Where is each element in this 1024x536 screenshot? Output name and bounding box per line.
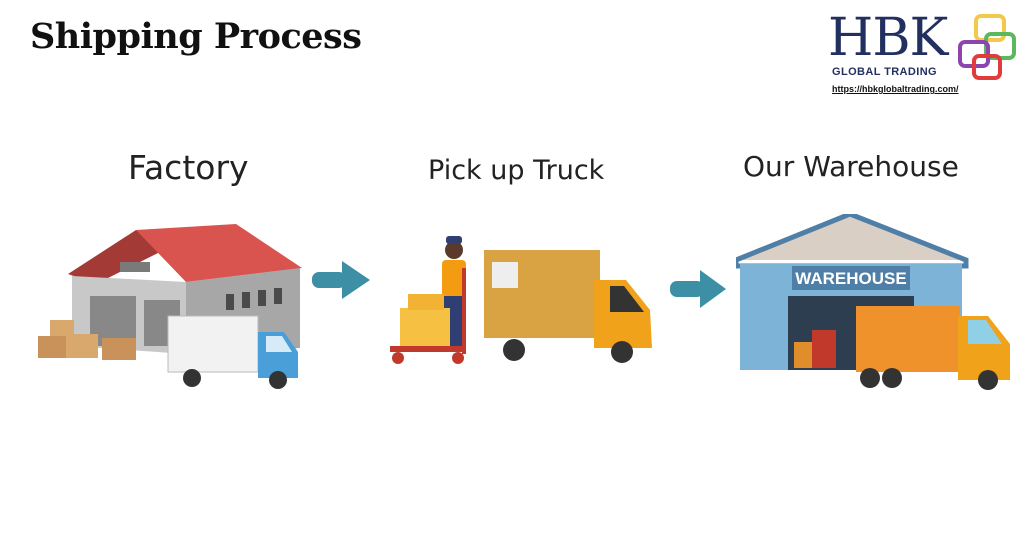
page-title: Shipping Process: [30, 16, 362, 57]
pickup-truck-illustration: [390, 236, 652, 364]
worker-cap: [446, 236, 462, 244]
wheel-2: [269, 371, 287, 389]
logo-subtitle: GLOBAL TRADING: [832, 66, 938, 78]
logo-square-red: [972, 54, 1002, 80]
shelf-boxes-2: [812, 330, 836, 368]
hand-truck-base: [390, 346, 466, 352]
factory-window-4: [274, 288, 282, 304]
delivery-cargo: [856, 306, 960, 372]
delivery-wheel-3: [978, 370, 998, 390]
worker-head: [445, 241, 463, 259]
factory-window-1: [226, 294, 234, 310]
step-label-factory: Factory: [128, 148, 249, 187]
factory-illustration: [38, 224, 302, 389]
truck-windshield-dark: [610, 286, 644, 312]
warehouse-sign-plate: [792, 266, 910, 290]
hand-truck: [462, 268, 466, 354]
logo-url-link[interactable]: https://hbkglobaltrading.com/: [832, 84, 959, 94]
step-label-warehouse: Our Warehouse: [743, 150, 959, 183]
package-2: [408, 294, 444, 310]
box-3: [66, 334, 98, 358]
cart-wheel-1: [392, 352, 404, 364]
wheel-1: [183, 369, 201, 387]
truck-windshield: [266, 336, 292, 352]
truck-cab-orange: [594, 280, 652, 348]
truck-wheel-1: [503, 339, 525, 361]
warehouse-roof: [738, 216, 964, 260]
worker-body: [442, 260, 466, 298]
factory-window-3: [258, 290, 266, 306]
box-4: [102, 338, 136, 360]
shelf-boxes-1: [794, 342, 812, 368]
truck-wheel-2: [611, 341, 633, 363]
cart-wheel-2: [452, 352, 464, 364]
box-2: [38, 336, 68, 358]
arrow-right-icon: [670, 270, 726, 308]
delivery-windshield: [968, 320, 1002, 344]
factory-roof: [136, 224, 302, 282]
step-label-pickup-truck: Pick up Truck: [428, 155, 605, 186]
warehouse-sign: WAREHOUSE: [795, 269, 906, 288]
logo-wordmark: HBK: [828, 8, 948, 68]
company-logo[interactable]: HBK GLOBAL TRADING https://hbkglobaltrad…: [824, 8, 1020, 100]
arrow-right-icon: [312, 261, 370, 299]
warehouse-roof-trim: [736, 214, 969, 269]
package-1: [400, 308, 450, 346]
logo-square-yellow: [974, 14, 1006, 42]
truck-cargo: [167, 315, 259, 373]
factory-vent: [120, 262, 150, 272]
delivery-wheel-2: [882, 368, 902, 388]
factory-window-2: [242, 292, 250, 308]
cargo-label: [492, 262, 518, 288]
logo-squares-icon: [958, 14, 1016, 80]
delivery-wheel-1: [860, 368, 880, 388]
box-1: [50, 320, 74, 338]
warehouse-illustration: WAREHOUSE: [736, 214, 1010, 390]
